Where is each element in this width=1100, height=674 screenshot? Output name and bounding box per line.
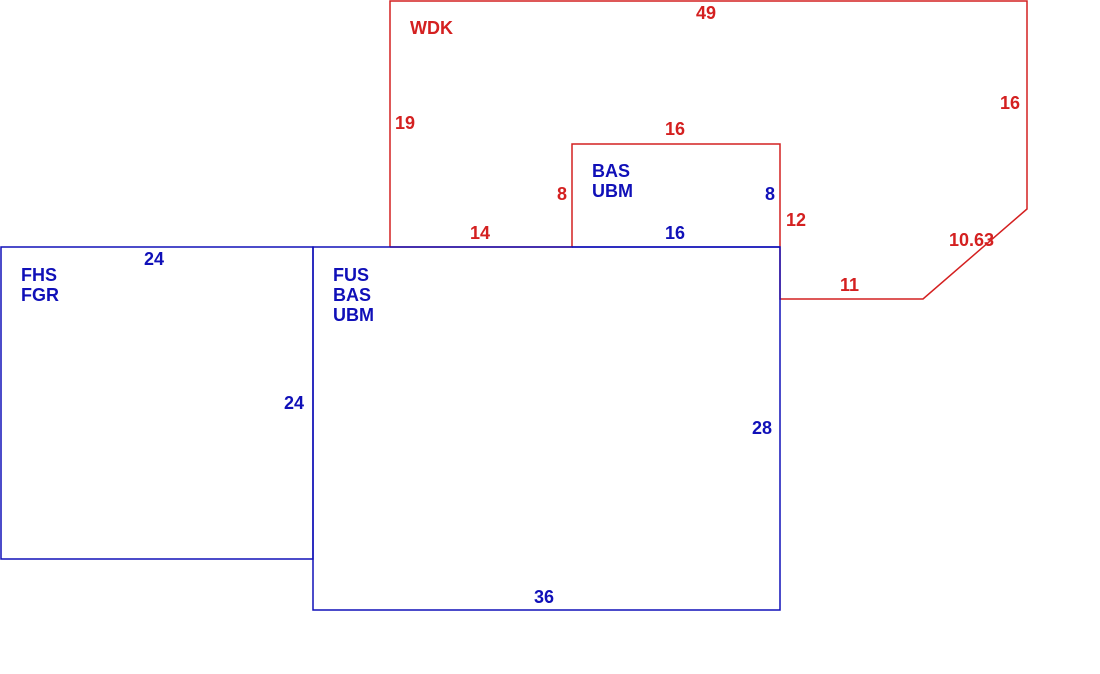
area-label-wdk: WDK: [410, 18, 453, 38]
area-label-bas-upper-line2: UBM: [592, 181, 633, 201]
dim-wdk-bottom-right: 11: [840, 275, 860, 295]
area-label-main-line1: FUS: [333, 265, 369, 285]
area-label-main-line2: BAS: [333, 285, 372, 305]
dim-main-bottom: 36: [534, 587, 555, 607]
dim-wdk-left: 19: [395, 113, 416, 133]
dim-main-right: 28: [752, 418, 773, 438]
dim-wdk-bottom-left: 14: [470, 223, 491, 243]
deck-outline: [389, 0, 1028, 300]
area-label-garage-line2: FGR: [21, 285, 59, 305]
dim-wdk-diagonal: 10.63: [949, 230, 995, 250]
dim-wdk-top: 49: [696, 3, 717, 23]
dim-garage-right: 24: [284, 393, 305, 413]
dim-bas-right: 8: [765, 184, 776, 204]
dim-garage-top: 24: [144, 249, 165, 269]
area-label-garage-line1: FHS: [21, 265, 57, 285]
area-label-bas-upper-line1: BAS: [592, 161, 631, 181]
dim-wdk-right: 16: [1000, 93, 1021, 113]
area-label-bas-upper: BAS UBM: [592, 161, 633, 201]
dim-wdk-notch-left: 8: [557, 184, 568, 204]
main-house-outline: [312, 246, 781, 611]
area-label-main-line3: UBM: [333, 305, 374, 325]
area-label-main: FUS BAS UBM: [333, 265, 374, 325]
deck-notch-outline: [390, 143, 781, 248]
dim-wdk-right-drop: 12: [786, 210, 807, 230]
dim-wdk-notch-top: 16: [665, 119, 686, 139]
dim-bas-bottom: 16: [665, 223, 686, 243]
area-label-garage: FHS FGR: [21, 265, 59, 305]
